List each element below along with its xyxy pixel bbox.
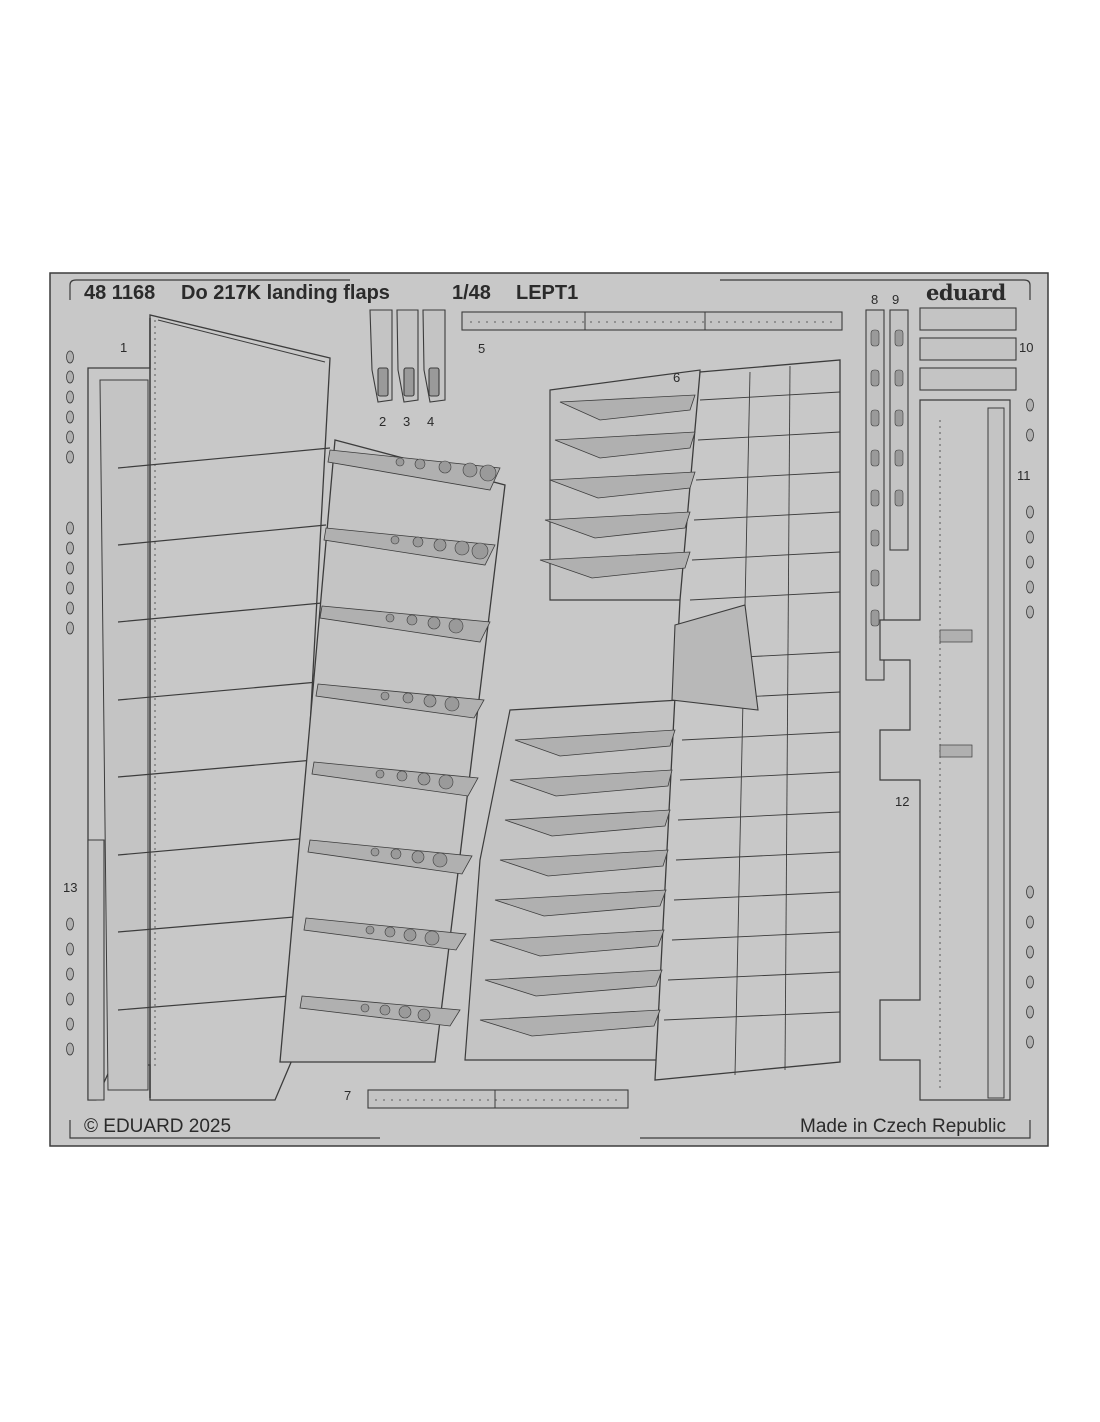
product-name: Do 217K landing flaps xyxy=(181,282,390,304)
part-number-1: 1 xyxy=(120,340,128,355)
part-number-11: 11 xyxy=(1017,468,1031,483)
frame-cutlines xyxy=(69,279,1031,1139)
parts-2-3-4 xyxy=(369,309,446,403)
part-number-7: 7 xyxy=(344,1088,352,1103)
part-number-3: 3 xyxy=(403,414,411,429)
copyright-text: © EDUARD 2025 xyxy=(84,1116,232,1137)
part-number-12: 12 xyxy=(895,794,910,809)
product-scale: 1/48 xyxy=(452,282,491,304)
part-number-2: 2 xyxy=(379,414,387,429)
part-number-13: 13 xyxy=(63,880,78,895)
part-11-12-assembly xyxy=(879,399,1011,1101)
part-6-flap xyxy=(464,359,841,1081)
part-number-5: 5 xyxy=(478,341,486,356)
parts-8-9-rails xyxy=(865,309,909,681)
origin-text: Made in Czech Republic xyxy=(800,1116,1006,1137)
part-7-strip xyxy=(367,1089,629,1109)
part-13-strip xyxy=(87,839,105,1101)
part-1-ribs xyxy=(279,439,506,1063)
part-number-10: 10 xyxy=(1019,340,1034,355)
part-number-4: 4 xyxy=(427,414,435,429)
part-10-brackets xyxy=(919,307,1017,391)
brand-logo: eduard xyxy=(926,280,1006,305)
part-1-flap xyxy=(87,314,331,1101)
part-number-8: 8 xyxy=(871,292,879,307)
part-5-strip xyxy=(461,311,843,331)
part-number-9: 9 xyxy=(892,292,900,307)
product-number: 48 1168 xyxy=(84,282,156,304)
droplet-parts xyxy=(66,350,1034,1056)
product-code: LEPT1 xyxy=(516,282,579,304)
part-number-6: 6 xyxy=(673,370,681,385)
